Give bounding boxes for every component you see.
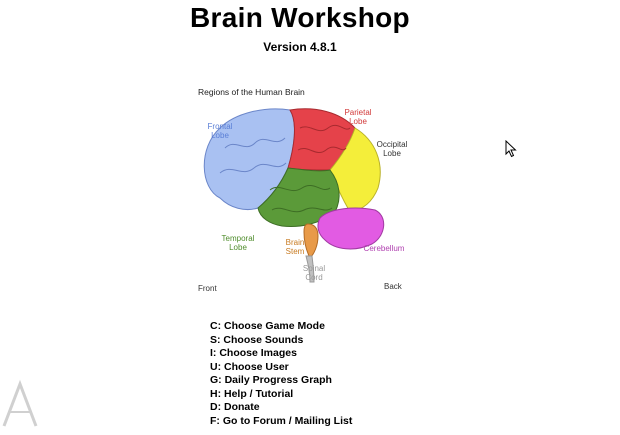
diagram-heading: Regions of the Human Brain — [198, 87, 305, 97]
temporal-lobe-label: Temporal Lobe — [221, 234, 255, 252]
frontal-lobe-label: Frontal Lobe — [207, 122, 233, 140]
version-label: Version 4.8.1 — [263, 40, 337, 54]
cerebellum-label: Cerebellum — [363, 244, 405, 253]
brain-illustration — [203, 108, 385, 283]
mouse-cursor-icon — [505, 139, 517, 163]
temporal-lobe — [257, 167, 340, 227]
menu-item-donate[interactable]: D: Donate — [210, 401, 260, 413]
brain-stem-label: Brain Stem — [285, 238, 305, 256]
menu-item-choose-images[interactable]: I: Choose Images — [210, 347, 297, 359]
menu-item-daily-progress-graph[interactable]: G: Daily Progress Graph — [210, 374, 332, 386]
menu-item-forum-mailing-list[interactable]: F: Go to Forum / Mailing List — [210, 414, 353, 427]
back-label: Back — [384, 282, 402, 291]
brain-diagram: Regions of the Human Brain Frontal Lobe … — [190, 78, 430, 300]
parietal-lobe-label: Parietal Lobe — [344, 108, 372, 126]
cerebellum — [317, 207, 385, 250]
menu-item-help-tutorial[interactable]: H: Help / Tutorial — [210, 387, 294, 400]
spinal-cord-label: Spinal Cord — [302, 264, 326, 282]
watermark-logo-icon — [0, 376, 40, 435]
menu-item-choose-user[interactable]: U: Choose User — [210, 360, 289, 373]
front-label: Front — [198, 284, 217, 293]
app-title: Brain Workshop — [190, 2, 410, 33]
menu-item-choose-game-mode[interactable]: C: Choose Game Mode — [210, 320, 325, 332]
spinal-cord — [305, 255, 315, 283]
main-menu: C: Choose Game Mode S: Choose Sounds I: … — [210, 320, 352, 428]
menu-item-choose-sounds[interactable]: S: Choose Sounds — [210, 333, 304, 346]
occipital-lobe-label: Occipital Lobe — [376, 140, 408, 158]
